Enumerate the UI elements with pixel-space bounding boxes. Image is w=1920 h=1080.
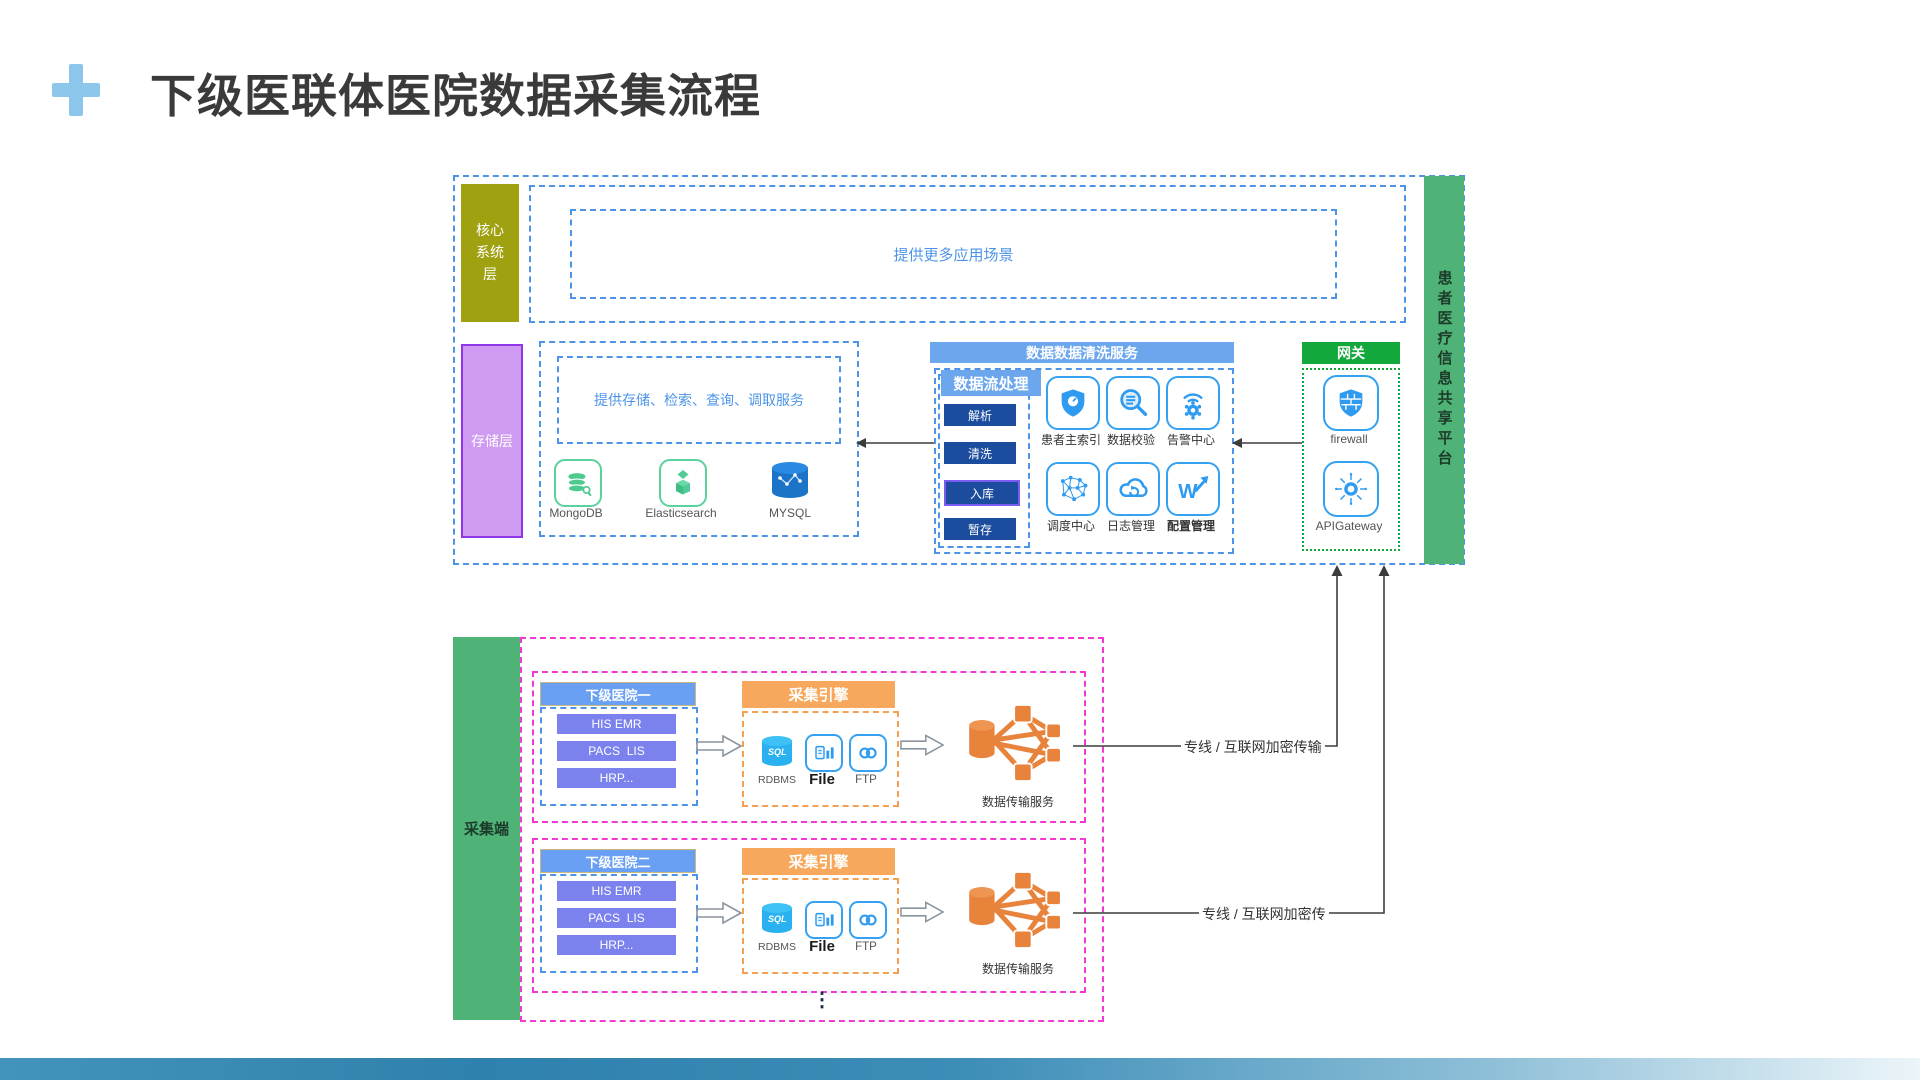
collection-side-label: 采集端 [463,821,509,838]
service-label: 日志管理 [1106,519,1155,533]
file-label: File [809,771,835,788]
cloud-log-icon [1106,462,1160,516]
engine-title-bar: 采集引擎 [742,681,895,708]
mysql-label: MYSQL [768,506,811,520]
step-stage: 暂存 [944,518,1016,540]
hospital-systems-frame [540,707,698,806]
ftp-label: FTP [855,941,877,953]
bottom-decoration-strip [0,1058,1920,1080]
page-title: 下级医联体医院数据采集流程 [150,70,761,122]
ftp-icon [849,734,887,772]
data-transfer-icon [966,702,1070,784]
sql-rdbms-icon: SQL [757,900,797,936]
magnifier-check-icon [1106,376,1160,430]
collection-side-bar [453,637,520,1020]
platform-side-bar: 患者医疗信息共享平台 [1424,176,1464,564]
flow-arrow-icon [696,735,742,757]
service-label: 告警中心 [1166,433,1215,447]
config-w-icon: W [1166,462,1220,516]
hospital-systems-frame [540,874,698,973]
mysql-icon [767,458,813,504]
file-icon [805,901,843,939]
flow-arrow-icon [900,734,944,756]
service-label: 配置管理 [1166,519,1215,533]
ftp-label: FTP [855,774,877,786]
service-label: 患者主索引 [1040,433,1101,447]
engine-frame [742,711,899,807]
system-pacs-lis: PACS LIS [557,741,676,761]
system-his-emr: HIS EMR [557,714,676,734]
step-store: 入库 [944,480,1020,506]
platform-frame [453,175,1465,565]
service-label: 数据校验 [1106,433,1155,447]
gateway-frame [1302,368,1400,551]
platform-side-label: 患者医疗信息共享平台 [1435,270,1453,470]
transfer-label: 数据传输服务 [981,962,1054,976]
file-icon [805,734,843,772]
network-graph-icon [1046,462,1100,516]
data-transfer-icon [966,869,1070,951]
rdbms-label: RDBMS [758,941,796,953]
cleaning-frame [934,368,1234,554]
svg-text:SQL: SQL [768,914,787,924]
svg-text:W: W [1178,481,1198,503]
core-layer-label: 核心系统层 [476,222,504,282]
firewall-label: firewall [1330,432,1368,446]
elasticsearch-label: Elasticsearch [645,506,717,520]
system-hrp: HRP... [557,935,676,955]
shield-patient-index-icon [1046,376,1100,430]
core-layer-placeholder: 提供更多应用场景 [570,209,1337,299]
core-layer-tag: 核心系统层 [461,184,519,322]
service-label: 调度中心 [1046,519,1095,533]
gateway-title-bar: 网关 [1302,342,1400,364]
hospital-title-bar: 下级医院二 [540,849,696,873]
elasticsearch-icon [659,459,707,507]
system-hrp: HRP... [557,768,676,788]
link-label: 专线 / 互联网加密传输 [1181,737,1325,757]
flow-arrow-icon [900,901,944,923]
mongodb-label: MongoDB [549,506,603,520]
system-pacs-lis: PACS LIS [557,908,676,928]
rdbms-label: RDBMS [758,774,796,786]
api-gateway-label: APIGateway [1315,519,1383,533]
collect-group-frame [532,838,1086,993]
link-label: 专线 / 互联网加密传 [1199,904,1329,924]
file-label: File [809,938,835,955]
svg-text:SQL: SQL [768,747,787,757]
core-layer-frame [529,185,1406,323]
sql-rdbms-icon: SQL [757,733,797,769]
alert-gear-icon [1166,376,1220,430]
storage-layer-label: 存储层 [471,433,513,449]
cleaning-title-bar: 数据数据清洗服务 [930,342,1234,363]
system-his-emr: HIS EMR [557,881,676,901]
storage-layer-tag: 存储层 [461,344,523,538]
step-parse: 解析 [944,404,1016,426]
stream-title-bar: 数据流处理 [941,370,1041,396]
hospital-title-bar: 下级医院一 [540,682,696,706]
engine-frame [742,878,899,974]
api-gateway-icon [1323,461,1379,517]
transfer-label: 数据传输服务 [981,795,1054,809]
step-clean: 清洗 [944,442,1016,464]
flow-arrow-icon [696,902,742,924]
storage-placeholder: 提供存储、检索、查询、调取服务 [557,356,841,444]
engine-title-bar: 采集引擎 [742,848,895,875]
ftp-icon [849,901,887,939]
more-indicator: ⋮ [812,989,832,1011]
mongodb-icon [554,459,602,507]
plus-icon [52,64,100,116]
firewall-icon [1323,375,1379,431]
